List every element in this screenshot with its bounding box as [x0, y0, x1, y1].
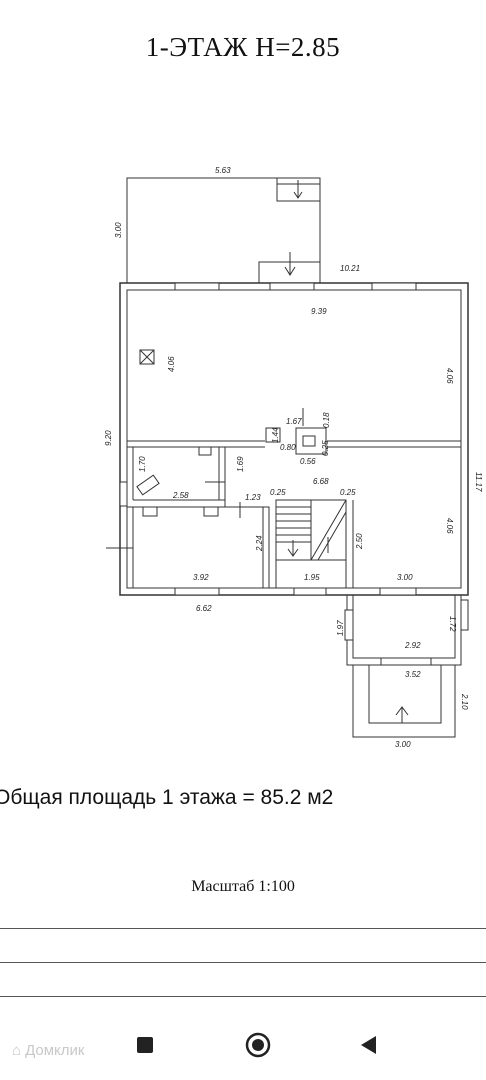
dim-label: 6.62 — [196, 604, 212, 613]
watermark-text: Домклик — [25, 1042, 85, 1059]
stove-icon — [139, 349, 155, 365]
terrace-stairs — [276, 177, 321, 202]
triangle-icon[interactable] — [353, 1030, 383, 1060]
dim-label: 1.69 — [236, 456, 245, 472]
porch — [346, 594, 462, 666]
dim-label: 4.06 — [167, 356, 176, 372]
dim-label: 3.92 — [193, 573, 209, 582]
dim-label: 1.95 — [304, 573, 320, 582]
toilet — [136, 474, 160, 496]
dim-label: 10.21 — [340, 264, 360, 273]
dim-label: 1.97 — [336, 620, 345, 636]
dim-label: 0.56 — [300, 457, 316, 466]
dim-label: 2.24 — [255, 535, 264, 552]
dim-label: 1.44 — [271, 427, 280, 443]
dim-label: 3.00 — [395, 740, 411, 749]
dim-label: 3.00 — [114, 222, 123, 238]
square-icon[interactable] — [130, 1030, 160, 1060]
dim-label: 4.06 — [445, 368, 454, 384]
dim-label: 1.23 — [245, 493, 261, 502]
scale-text: Масштаб 1:100 — [191, 878, 295, 895]
dim-label: 1.67 — [286, 417, 302, 426]
divider-line — [0, 996, 486, 997]
dim-label: 0.25 — [321, 440, 330, 456]
dim-label: 9.39 — [311, 307, 327, 316]
dim-label: 1.70 — [138, 456, 147, 472]
dim-label: 4.06 — [445, 518, 454, 534]
system-navbar — [0, 1010, 486, 1080]
dim-label: 6.68 — [313, 477, 329, 486]
dim-label: 3.52 — [405, 670, 421, 679]
dim-label: 2.10 — [460, 693, 469, 710]
dim-label: 2.58 — [172, 491, 189, 500]
divider-line — [0, 928, 486, 929]
watermark: ⌂ Домклик — [12, 1042, 84, 1059]
total-area-text: Общая площадь 1 этажа = 85.2 м2 — [0, 786, 334, 809]
outer-wall — [119, 282, 469, 596]
dim-label: 9.20 — [104, 430, 113, 446]
dim-label: 2.92 — [404, 641, 421, 650]
floor-plan: 5.63 3.00 10.21 9.39 4.06 4.06 1.67 0.18… — [104, 166, 483, 749]
porch-steps — [352, 664, 456, 738]
chimney — [295, 427, 327, 455]
dim-label: 1.72 — [448, 616, 457, 632]
dim-label: 0.25 — [270, 488, 286, 497]
terrace-outline — [126, 177, 321, 283]
dim-label: 11.17 — [474, 472, 483, 492]
floor-title: 1-ЭТАЖ Н=2.85 — [145, 32, 341, 62]
divider-line — [0, 962, 486, 963]
dim-label: 5.63 — [215, 166, 231, 175]
circle-icon[interactable] — [243, 1030, 273, 1060]
dim-label: 0.25 — [340, 488, 356, 497]
dim-label: 3.00 — [397, 573, 413, 582]
dim-label: 0.18 — [322, 412, 331, 428]
inner-wall-line — [126, 289, 462, 589]
house-icon: ⌂ — [12, 1042, 22, 1059]
dim-label: 0.80 — [280, 443, 296, 452]
dim-label: 2.50 — [355, 533, 364, 550]
